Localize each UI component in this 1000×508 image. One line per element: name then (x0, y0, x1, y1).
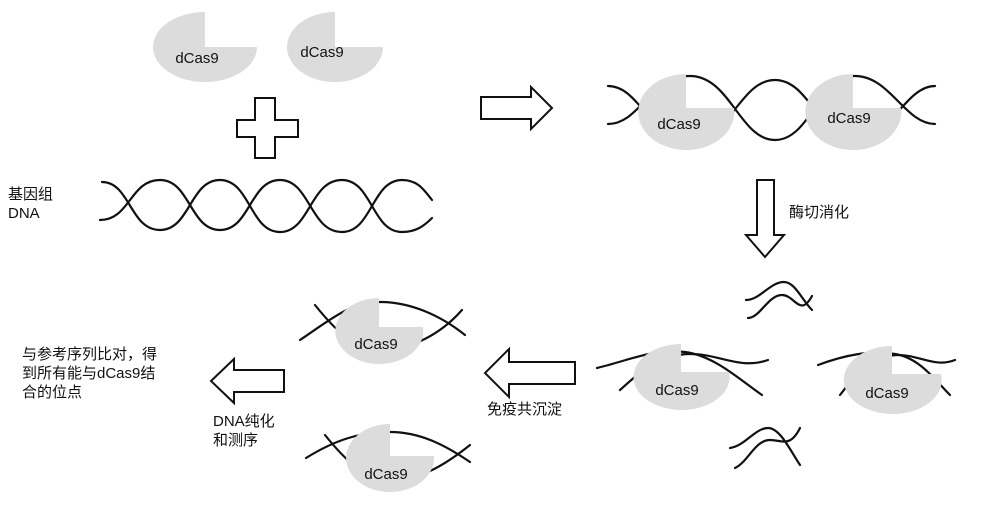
plus-icon (236, 97, 299, 159)
dna-purification-label-line1: DNA纯化 (213, 413, 275, 430)
genomic-dna-label: 基因组 DNA (8, 185, 53, 223)
enzyme-digestion-label: 酶切消化 (789, 204, 850, 221)
dcas9-label: dCas9 (175, 50, 218, 67)
genomic-dna-label-line2: DNA (8, 205, 40, 222)
genomic-dna-helix (98, 178, 434, 234)
dcas9-label: dCas9 (827, 110, 870, 127)
precipitated-complex-2: dCas9 (304, 424, 472, 492)
result-description-line1: 与参考序列比对，得 (22, 346, 158, 363)
result-description-line3: 合的位点 (22, 384, 83, 401)
dcas9-label: dCas9 (657, 116, 700, 133)
precipitated-complex-1: dCas9 (298, 298, 467, 364)
dna-purification-label-line2: 和测序 (213, 432, 259, 449)
arrow-down-icon (743, 179, 787, 259)
free-dna-fragment-1 (744, 280, 814, 320)
fragment-dcas9-complex-1: dCas9 (595, 344, 770, 410)
dna-purification-label: DNA纯化 和测序 (213, 412, 275, 450)
arrow-right-icon (480, 84, 554, 132)
immunoprecipitation-label: 免疫共沉淀 (487, 401, 563, 418)
free-dcas9-protein-2: dCas9 (287, 12, 383, 82)
dcas9-label: dCas9 (865, 385, 908, 402)
arrow-left-icon (483, 346, 576, 400)
dcas9-label: dCas9 (655, 382, 698, 399)
dcas9-label: dCas9 (300, 44, 343, 61)
fragment-dcas9-complex-2: dCas9 (816, 346, 957, 414)
genomic-dna-label-line1: 基因组 (8, 186, 54, 203)
bound-dna-complex: dCas9 dCas9 (606, 74, 937, 150)
result-description-line2: 到所有能与dCas9结 (22, 365, 156, 382)
dcas9-label: dCas9 (354, 336, 397, 353)
free-dna-fragment-2 (728, 426, 802, 470)
arrow-left-icon (209, 356, 285, 406)
dcas9-label: dCas9 (364, 466, 407, 483)
free-dcas9-protein-1: dCas9 (153, 12, 257, 82)
result-description: 与参考序列比对，得 到所有能与dCas9结 合的位点 (22, 345, 157, 402)
